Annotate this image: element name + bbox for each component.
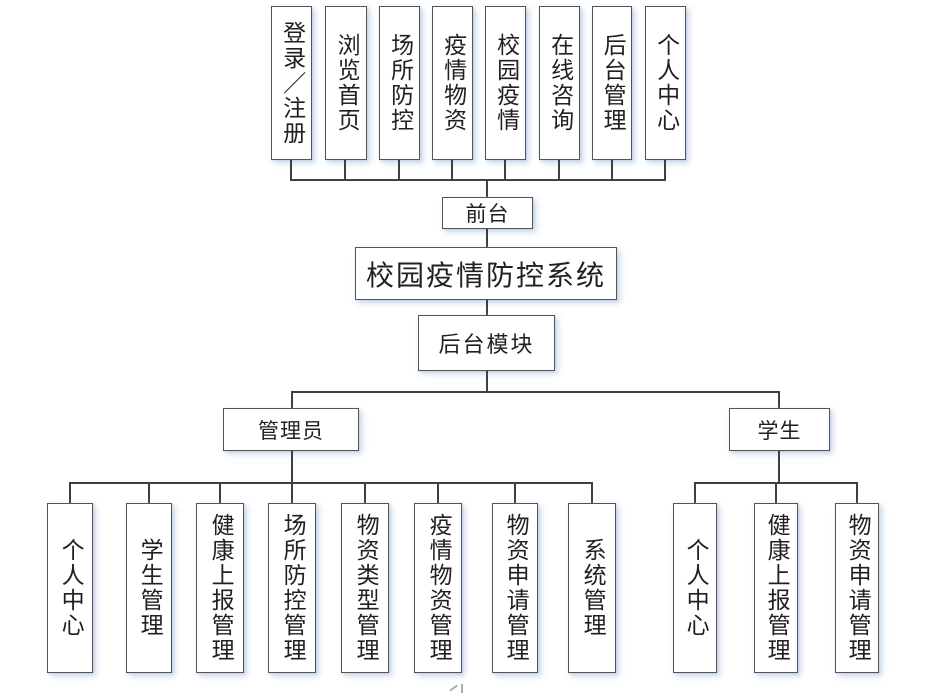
connector-admin-stub-7 xyxy=(514,482,516,503)
node-admin-child-personal-center: 个人中心 xyxy=(47,503,93,673)
connector-front-stub-7 xyxy=(611,160,613,181)
connector-admin-bus xyxy=(69,482,593,484)
connector-front-stub-8 xyxy=(664,160,666,181)
connector-admin-stub-4 xyxy=(291,482,293,503)
connector-front-bus xyxy=(290,179,666,181)
connector-admin-stub-6 xyxy=(437,482,439,503)
node-front-module-place-control: 场所防控 xyxy=(379,6,420,160)
connector-admin-stub-1 xyxy=(69,482,71,503)
node-admin-child-health-report: 健康上报管理 xyxy=(196,503,244,673)
node-admin-child-epidemic-supply: 疫情物资管理 xyxy=(414,503,462,673)
connector-role-stub-student xyxy=(778,391,780,408)
connector-bus-to-front xyxy=(486,179,488,198)
connector-admin-stub-2 xyxy=(148,482,150,503)
node-root-title: 校园疫情防控系统 xyxy=(355,247,617,300)
connector-role-stub-admin xyxy=(291,391,293,408)
connector-front-stub-1 xyxy=(290,160,292,181)
connector-front-to-root xyxy=(486,229,488,247)
connector-front-stub-3 xyxy=(398,160,400,181)
stray-mark-bar xyxy=(461,684,463,693)
node-admin-child-supply-apply: 物资申请管理 xyxy=(492,503,538,673)
node-admin-child-system-manage: 系统管理 xyxy=(568,503,616,673)
node-front-module-campus-epidemic: 校园疫情 xyxy=(485,6,526,160)
node-admin: 管理员 xyxy=(223,408,359,451)
node-front-module-browse-home: 浏览首页 xyxy=(325,6,367,160)
connector-front-stub-4 xyxy=(451,160,453,181)
node-back-module: 后台模块 xyxy=(418,315,555,371)
node-student: 学生 xyxy=(729,408,830,451)
connector-front-stub-5 xyxy=(504,160,506,181)
connector-root-to-back xyxy=(486,300,488,315)
connector-back-drop xyxy=(486,371,488,393)
connector-front-stub-6 xyxy=(558,160,560,181)
node-admin-child-place-control: 场所防控管理 xyxy=(268,503,316,673)
connector-admin-stub-3 xyxy=(219,482,221,503)
connector-student-drop xyxy=(778,451,780,484)
node-front-module-personal-center: 个人中心 xyxy=(645,6,686,160)
connector-admin-stub-5 xyxy=(364,482,366,503)
connector-student-stub-3 xyxy=(856,482,858,503)
connector-student-stub-1 xyxy=(694,482,696,503)
node-admin-child-student-manage: 学生管理 xyxy=(126,503,172,673)
connector-admin-drop xyxy=(291,451,293,484)
connector-role-bus xyxy=(291,391,780,393)
connector-student-stub-2 xyxy=(775,482,777,503)
connector-front-stub-2 xyxy=(344,160,346,181)
node-front-module-online-consult: 在线咨询 xyxy=(539,6,580,160)
node-front-module-login-register: 登录／注册 xyxy=(271,6,312,160)
node-student-child-supply-apply: 物资申请管理 xyxy=(835,503,879,673)
node-student-child-health-report: 健康上报管理 xyxy=(754,503,798,673)
node-front-module-backend-manage: 后台管理 xyxy=(592,6,632,160)
stray-mark-slash xyxy=(449,684,458,691)
node-front-module-epidemic-supplies: 疫情物资 xyxy=(432,6,473,160)
node-front: 前台 xyxy=(442,197,533,229)
node-admin-child-supply-type: 物资类型管理 xyxy=(341,503,389,673)
node-student-child-personal-center: 个人中心 xyxy=(673,503,717,673)
connector-admin-stub-8 xyxy=(591,482,593,503)
